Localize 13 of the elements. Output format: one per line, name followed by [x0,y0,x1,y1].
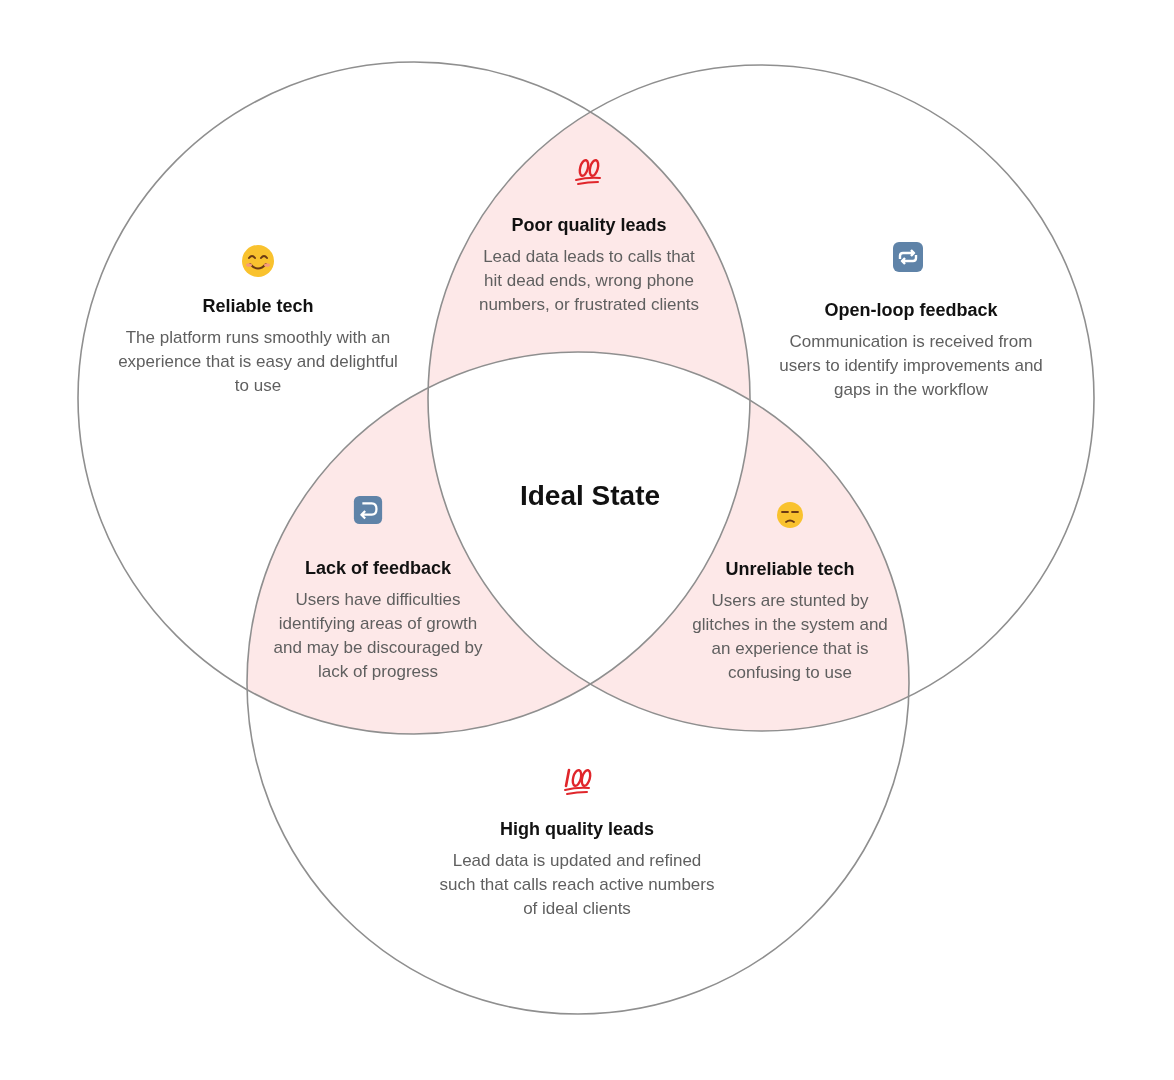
region-description: Users are stunted by glitches in the system and an experience that is confusing to use [691,590,889,684]
region-title: Open-loop feedback [824,299,998,322]
region-description: Communication is received from users to identify improvements and gaps in the workflow [778,331,1044,401]
region-description: The platform runs smoothly with an experience that is easy and delightful to use [117,327,399,397]
region-title: Lack of feedback [304,557,452,580]
region-description: Users have difficulties identifying areas of growth and may be discouraged by lack of progress [272,589,484,683]
region-title: Reliable tech [202,295,314,318]
center-label: Ideal State [519,480,661,512]
region-description: Lead data is updated and refined such that calls reach active numbers of ideal clients [438,850,716,920]
region-title: Unreliable tech [725,558,855,581]
region-title: Poor quality leads [511,214,667,237]
region-description: Lead data leads to calls that hit dead ends, wrong phone numbers, or frustrated clients [477,246,701,316]
region-title: High quality leads [500,818,654,841]
